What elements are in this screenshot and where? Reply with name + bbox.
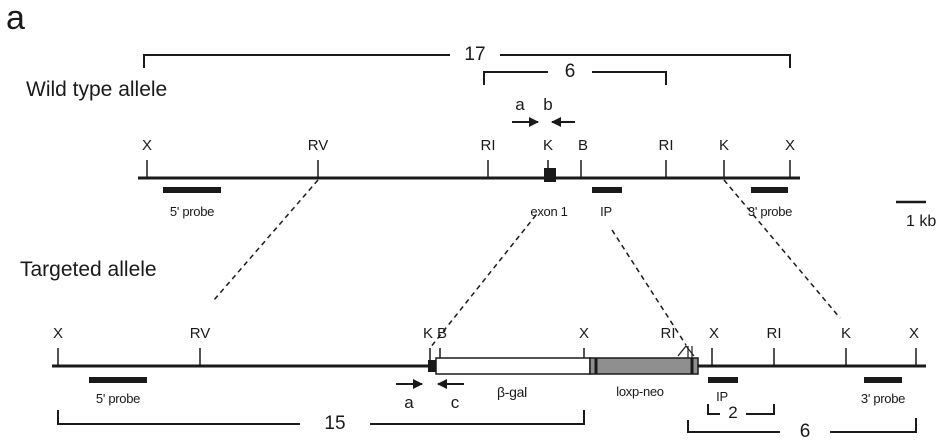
wt-site-label: RV bbox=[307, 137, 329, 154]
tg-5-probe-bar bbox=[89, 377, 147, 383]
tg-site-label: B bbox=[436, 325, 448, 342]
tg-site-label: K bbox=[840, 325, 852, 342]
tg-site-label: X bbox=[578, 325, 590, 342]
wt-primer-a-label: a bbox=[515, 95, 525, 114]
panel-letter: a bbox=[6, 0, 25, 37]
tg-fragment-2-bracket bbox=[707, 404, 775, 415]
tg-loxp-neo-box bbox=[589, 357, 699, 375]
homology-dashed-lines bbox=[213, 179, 841, 349]
tg-site-label: X bbox=[708, 325, 720, 342]
wt-5-probe-bar bbox=[163, 187, 221, 193]
tg-5-probe-label: 5' probe bbox=[95, 391, 141, 406]
tg-exon-box bbox=[428, 360, 438, 372]
wt-site-label: K bbox=[718, 137, 730, 154]
tg-fragment-15-bracket bbox=[57, 410, 585, 425]
tg-site-label: RI bbox=[766, 325, 782, 342]
wt-site-ticks bbox=[146, 160, 791, 178]
tg-site-label: X bbox=[52, 325, 64, 342]
wt-site-label: K bbox=[542, 137, 554, 154]
tg-site-label: RV bbox=[189, 325, 211, 342]
tg-fragment-6-label: 6 bbox=[795, 422, 815, 442]
tg-3-probe-label: 3' probe bbox=[860, 391, 906, 406]
tg-primer-a-label: a bbox=[404, 393, 414, 412]
tg-site-label: X bbox=[908, 325, 920, 342]
wt-ip-probe-bar bbox=[592, 187, 622, 193]
tg-fragment-15-label: 15 bbox=[320, 414, 350, 434]
wt-fragment-6-bracket bbox=[483, 71, 667, 85]
tg-site-label: K bbox=[422, 325, 434, 342]
tg-beta-gal-box bbox=[435, 357, 591, 375]
wt-fragment-17-label: 17 bbox=[460, 45, 490, 65]
tg-ip-probe-label: IP bbox=[716, 389, 728, 404]
wt-site-label: X bbox=[784, 137, 796, 154]
wt-primer-b-label: b bbox=[543, 95, 553, 114]
tg-fragment-2-label: 2 bbox=[724, 403, 742, 423]
tg-loxp-neo-label: loxp-neo bbox=[616, 384, 664, 399]
tg-ip-probe-bar bbox=[708, 377, 738, 383]
wt-ip-probe-label: IP bbox=[600, 204, 612, 219]
wt-site-label: X bbox=[141, 137, 153, 154]
wt-fragment-6-label: 6 bbox=[560, 62, 580, 82]
tg-primer-c-label: c bbox=[450, 393, 460, 412]
wt-3-probe-label: 3' probe bbox=[747, 204, 793, 219]
wt-5-probe-label: 5' probe bbox=[169, 204, 215, 219]
wt-site-label: RI bbox=[658, 137, 674, 154]
wt-exon-1-label: exon 1 bbox=[530, 204, 568, 219]
wt-site-label: B bbox=[577, 137, 589, 154]
wt-fragment-17-bracket bbox=[143, 54, 791, 68]
tg-loxp-sites bbox=[677, 345, 695, 358]
tg-beta-gal-label: β-gal bbox=[497, 384, 527, 400]
wt-exon-1-box bbox=[544, 168, 556, 182]
tg-3-probe-bar bbox=[864, 377, 902, 383]
wt-site-label: RI bbox=[480, 137, 496, 154]
tg-fragment-6-bracket bbox=[687, 418, 917, 433]
wild-type-allele-title: Wild type allele bbox=[26, 78, 168, 101]
wt-3-probe-bar bbox=[751, 187, 788, 193]
tg-site-label: RI bbox=[660, 325, 676, 342]
targeted-allele-title: Targeted allele bbox=[20, 258, 157, 281]
scale-bar-label: 1 kb bbox=[906, 213, 936, 230]
